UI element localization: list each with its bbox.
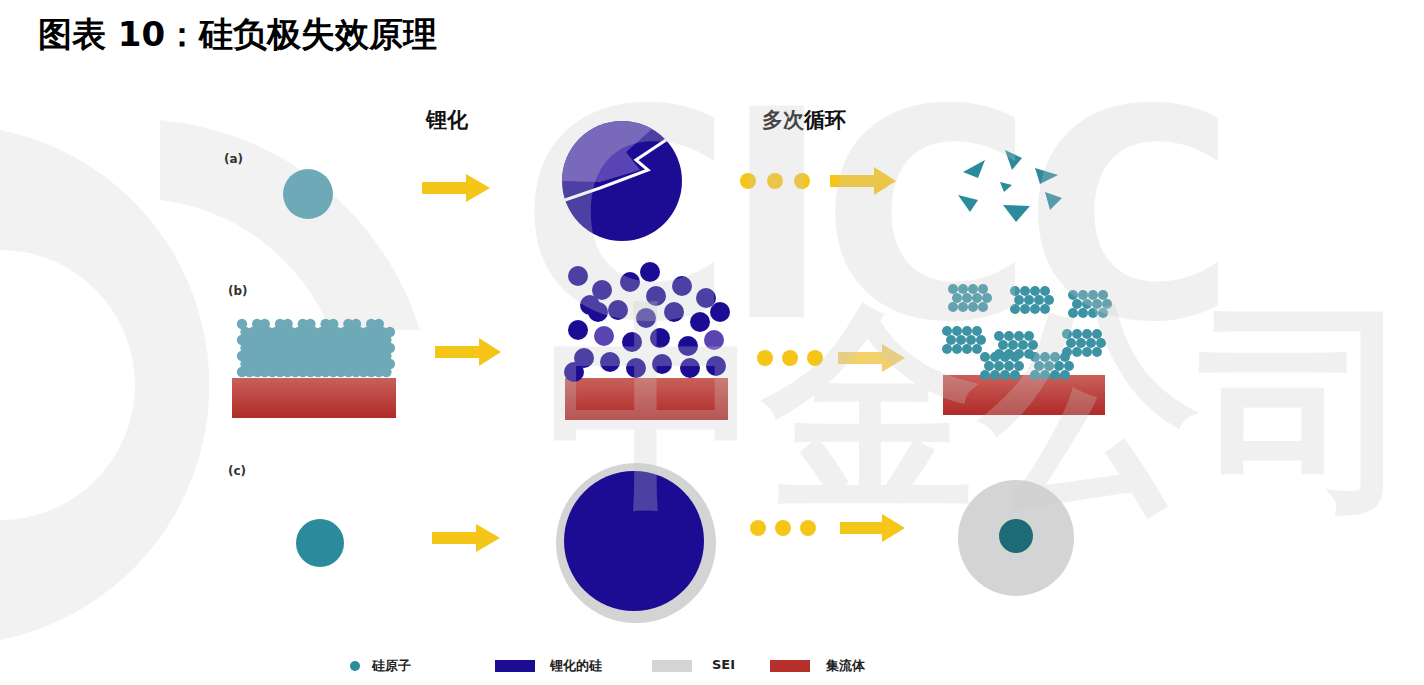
panel-label: (a) [224, 152, 243, 166]
watermark: 中金公司 [545, 300, 1417, 518]
watermark-logo [0, 120, 420, 640]
legend-swatch [495, 660, 535, 672]
legend-text: 锂化的硅 [550, 657, 602, 675]
legend-swatch [652, 660, 692, 672]
legend-text: 硅原子 [372, 657, 411, 675]
particle [374, 319, 384, 329]
particle [282, 319, 292, 329]
particle [260, 319, 270, 329]
particle [351, 319, 361, 329]
step-label: 锂化 [426, 106, 468, 134]
particle [305, 319, 315, 329]
panel-label: (b) [228, 284, 248, 298]
particle [328, 319, 338, 329]
figure-title: 图表 10：硅负极失效原理 [38, 12, 437, 58]
legend-text: SEI [712, 657, 735, 672]
panel-label: (c) [228, 464, 246, 478]
legend-text: 集流体 [826, 657, 865, 675]
particle [385, 327, 395, 337]
particle [237, 319, 247, 329]
legend-dot [350, 661, 360, 671]
legend-swatch [770, 660, 810, 672]
